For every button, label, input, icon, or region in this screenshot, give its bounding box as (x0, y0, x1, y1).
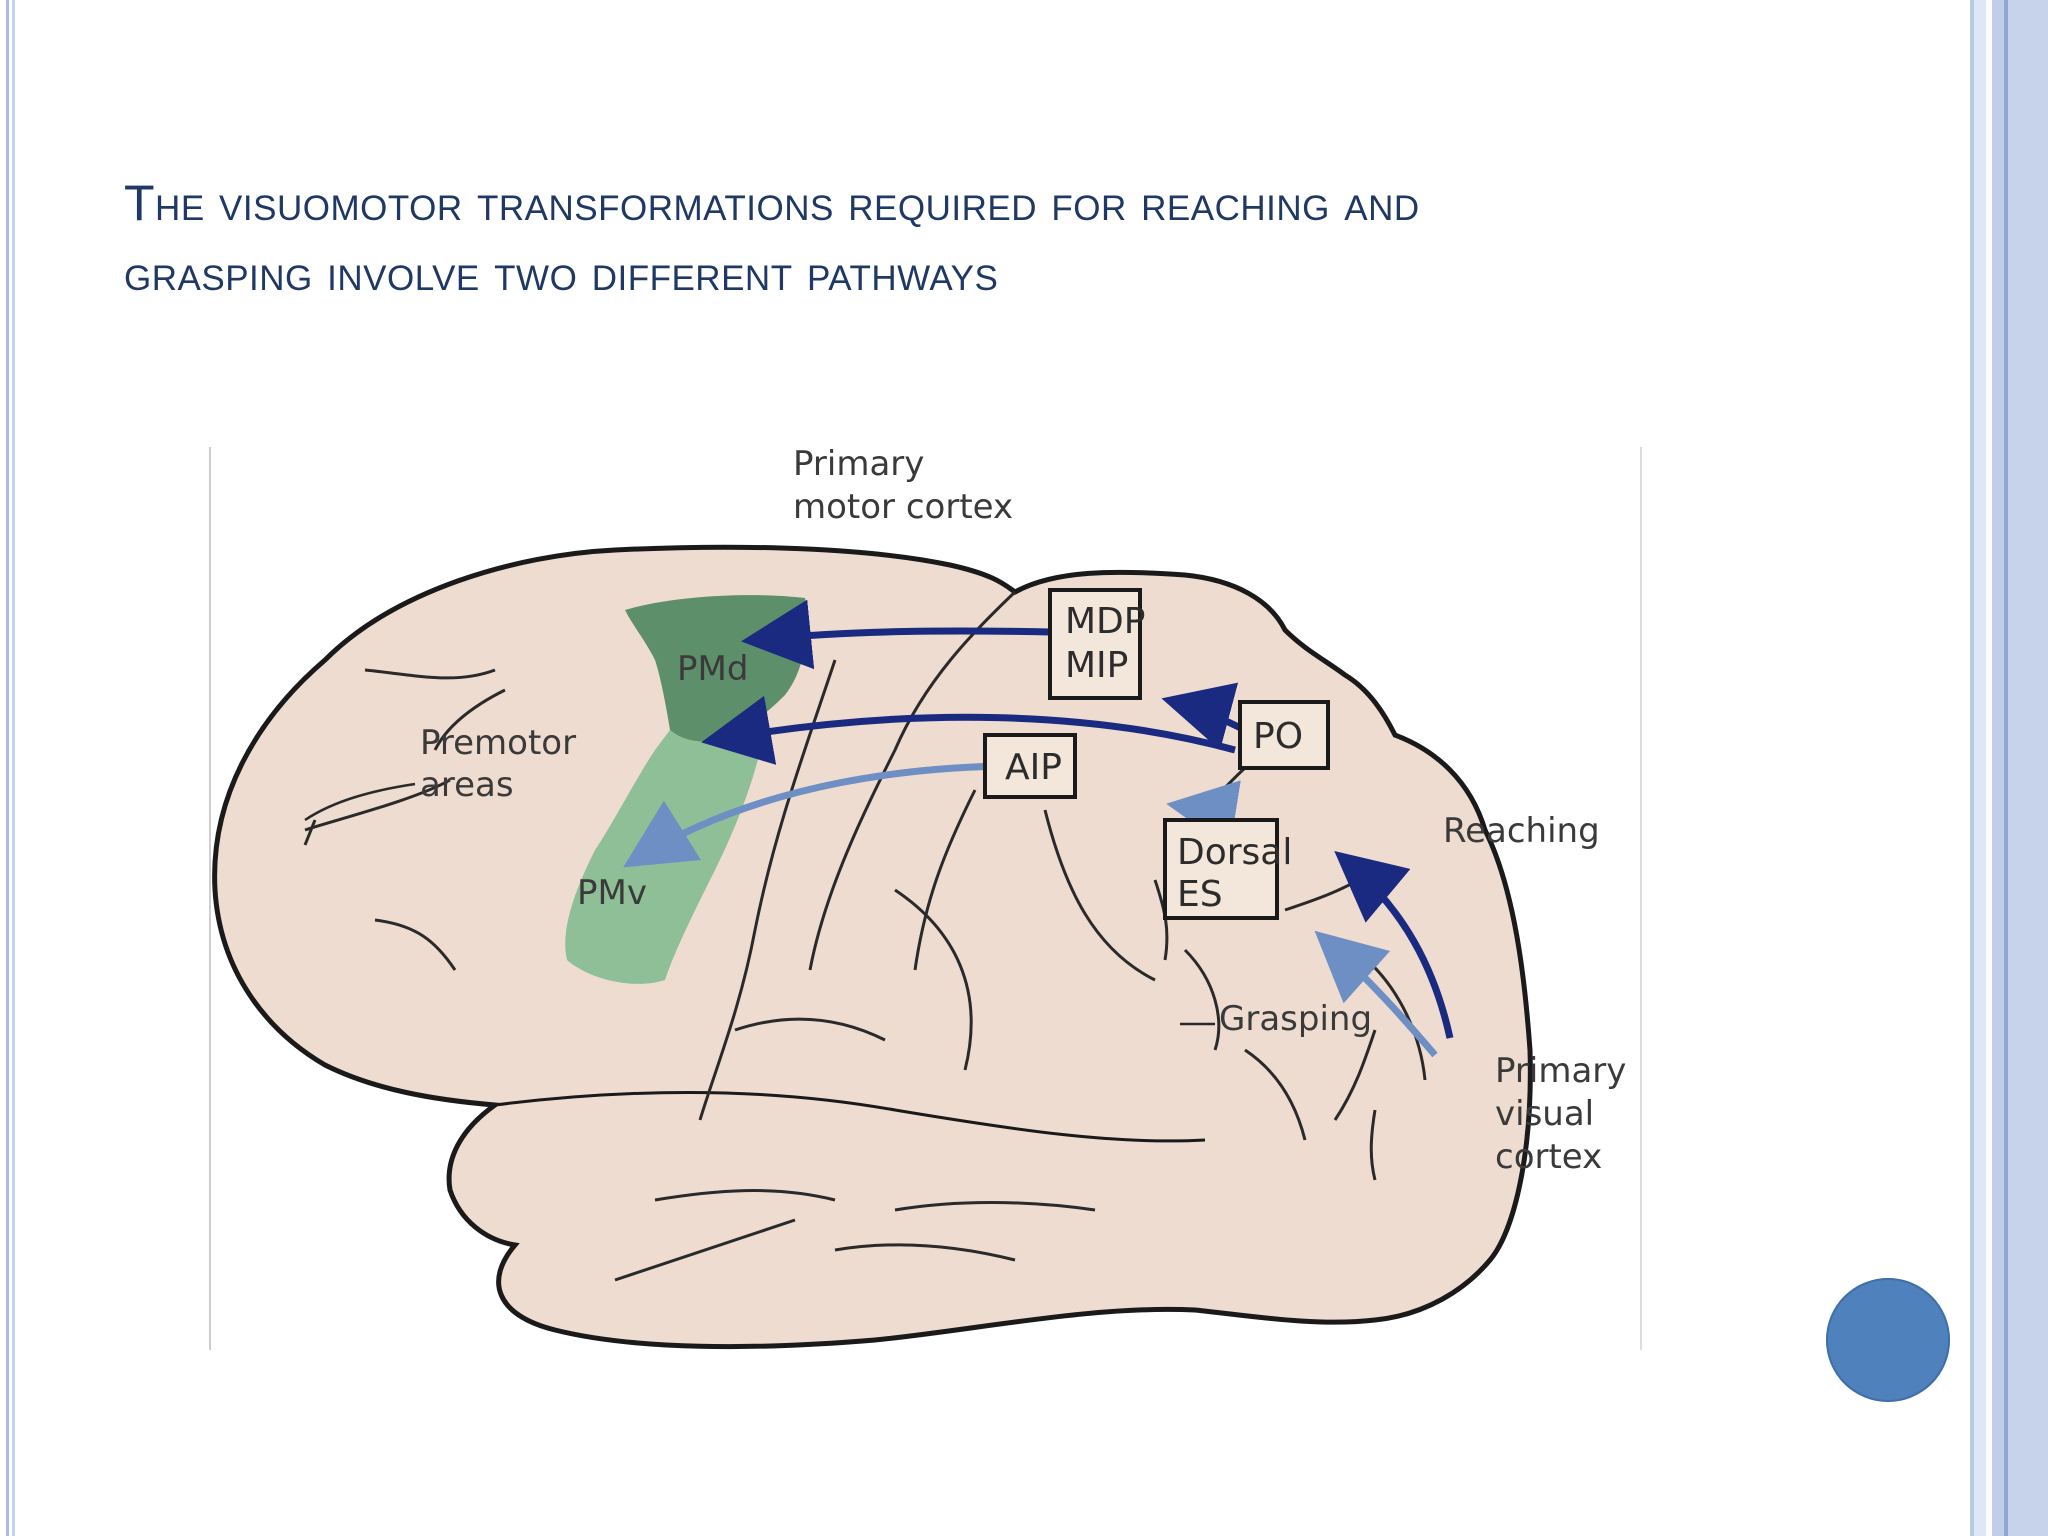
label-mdp: MDP (1065, 601, 1146, 642)
slide-title: The visuomotor transformations required … (124, 168, 1824, 308)
dorsal-es-box (1163, 818, 1279, 920)
label-pmd: PMd (677, 649, 748, 689)
po-box (1238, 700, 1330, 770)
area-boxes (983, 588, 1330, 920)
reaching-arrow-mip-to-pmd (741, 599, 1051, 670)
label-premotor-1: Premotor (420, 723, 576, 763)
label-aip: AIP (1005, 747, 1062, 788)
label-po: PO (1253, 716, 1303, 757)
mdp-mip-box (1048, 588, 1142, 700)
reaching-arrow-v1-to-po (1334, 851, 1454, 1039)
slide-title-line-1: The visuomotor transformations required … (124, 175, 1420, 231)
reaching-arrow-po-to-pmd (701, 695, 1236, 765)
label-primary-visual-1: Primary (1495, 1051, 1626, 1091)
temporal-sulcus (494, 1091, 1206, 1143)
label-es: ES (1177, 874, 1223, 915)
aip-box (983, 733, 1077, 799)
right-border-decoration (1964, 0, 2048, 1536)
slide-bullet-circle (1826, 1278, 1950, 1402)
label-pmv: PMv (577, 873, 647, 913)
slide-title-line-2: grasping involve two different pathways (124, 245, 999, 301)
brain-diagram-svg: MDP MIP PO AIP Dorsal ES PMd PMv Primary… (209, 444, 1642, 1350)
leader-lines (304, 782, 1215, 1026)
label-primary-visual-3: cortex (1495, 1137, 1602, 1177)
label-primary-motor-1: Primary (793, 444, 924, 484)
label-premotor-2: areas (420, 765, 514, 805)
label-mip: MIP (1065, 645, 1128, 686)
premotor-leader (304, 782, 416, 822)
label-dorsal: Dorsal (1177, 832, 1292, 873)
grasping-arrow-v1-to-dorsal (1314, 930, 1438, 1058)
label-primary-motor-2: motor cortex (793, 487, 1013, 527)
brain-diagram: MDP MIP PO AIP Dorsal ES PMd PMv Primary… (195, 330, 1655, 1536)
label-primary-visual-2: visual (1495, 1094, 1594, 1134)
label-reaching: Reaching (1443, 811, 1600, 851)
left-border-decoration (0, 0, 18, 1536)
label-grasping: Grasping (1219, 999, 1372, 1039)
